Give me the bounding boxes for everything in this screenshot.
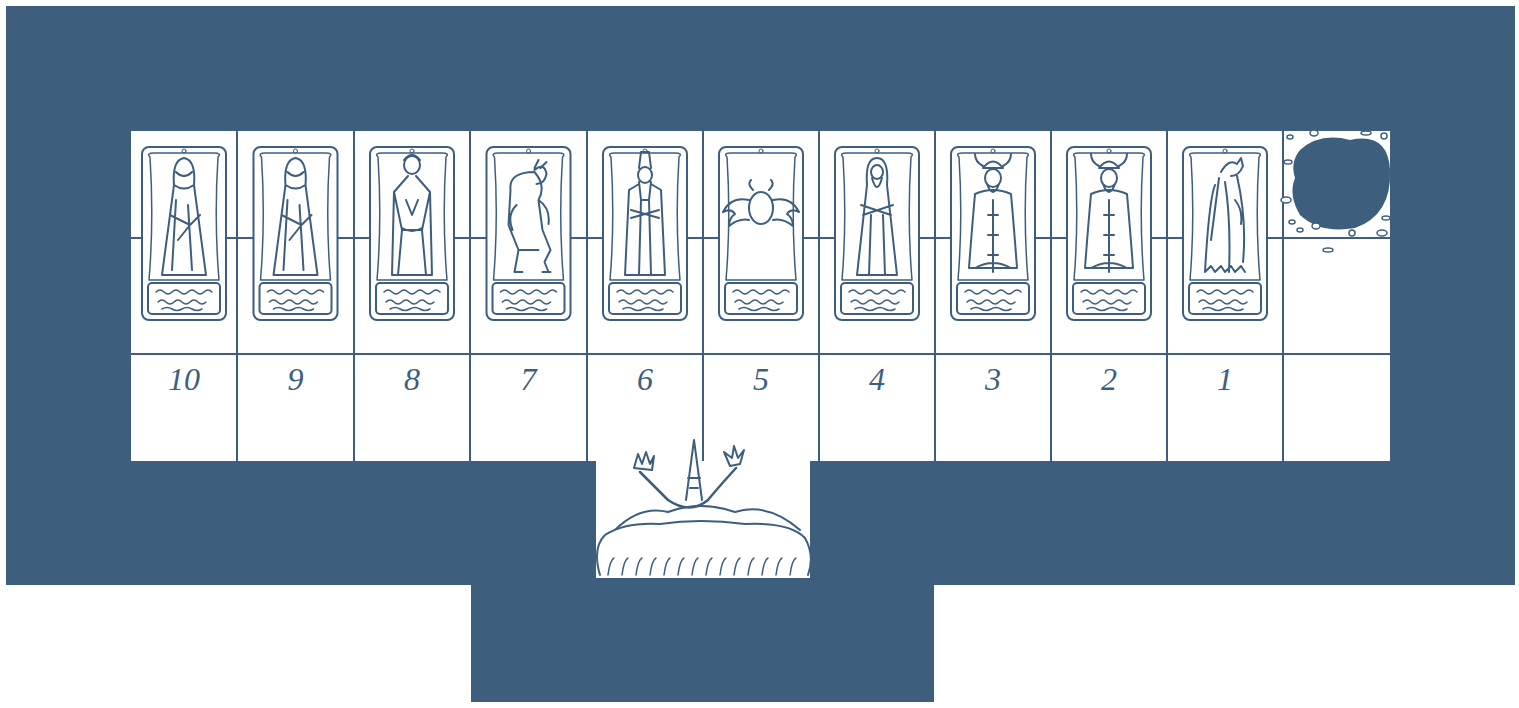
creature-figure — [597, 440, 811, 575]
position-number: 1 — [1175, 361, 1275, 397]
position-number: 6 — [595, 361, 695, 397]
statue-card — [1183, 147, 1267, 320]
grid-lines — [131, 131, 1390, 461]
statue-card — [603, 147, 687, 320]
position-number: 2 — [1059, 361, 1159, 397]
statue-card — [835, 147, 919, 320]
position-number: 4 — [827, 361, 927, 397]
statue-card — [1067, 147, 1151, 320]
position-number: 8 — [362, 361, 462, 397]
position-number: 10 — [134, 361, 234, 397]
position-number: 9 — [246, 361, 346, 397]
board-ground — [471, 580, 934, 702]
statue-card — [487, 147, 571, 320]
statue-card — [951, 147, 1035, 320]
alcove-floor — [596, 459, 810, 578]
statue-card — [142, 147, 226, 320]
statue-card — [719, 147, 803, 320]
board-ground — [6, 6, 1515, 585]
broken-hole — [1281, 130, 1390, 252]
position-number: 7 — [479, 361, 579, 397]
position-number: 3 — [943, 361, 1043, 397]
corridor-floor — [131, 131, 1390, 461]
statue-card — [370, 147, 454, 320]
statue-card — [254, 147, 338, 320]
position-number: 5 — [711, 361, 811, 397]
